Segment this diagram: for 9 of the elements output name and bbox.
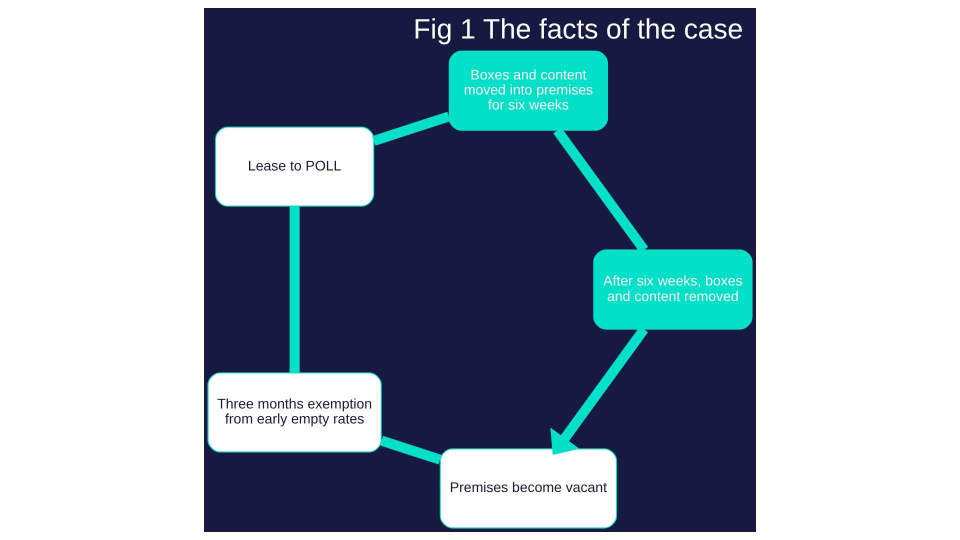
node-box: Premises become vacant <box>440 448 618 528</box>
node-box: Boxes and content moved into premises for six weeks <box>448 50 608 131</box>
connector <box>372 112 450 146</box>
node-box: Lease to POLL <box>215 126 374 207</box>
connector <box>380 436 442 464</box>
diagram-title: Fig 1 The facts of the case <box>413 13 744 44</box>
connector <box>290 206 300 373</box>
node-box: After six weeks, boxes and content removed <box>593 249 752 330</box>
node-box: Three months exemption from early empty rates <box>208 372 382 452</box>
